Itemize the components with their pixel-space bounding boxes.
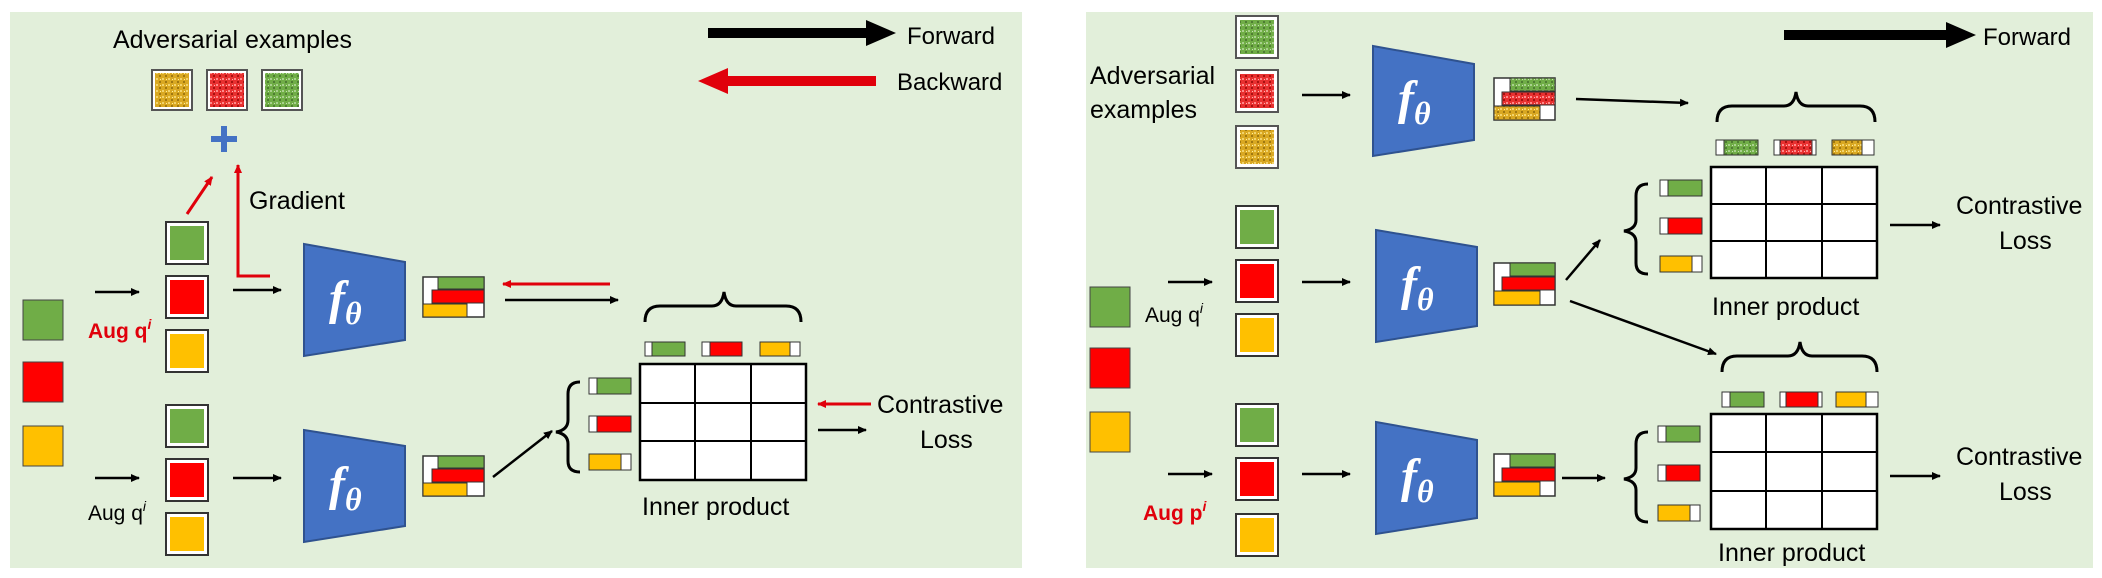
adversarial-image-green xyxy=(261,69,303,111)
query-red xyxy=(588,415,632,433)
svg-text:fθ: fθ xyxy=(329,272,362,331)
adversarial-examples-label: Adversarial examples xyxy=(113,26,352,54)
backward-legend-arrowhead xyxy=(698,68,728,94)
loss-top-label: Loss xyxy=(1999,227,2052,255)
adversarial-image-red-right xyxy=(1235,69,1279,113)
original-image-green xyxy=(22,299,64,341)
aug-bottom-green xyxy=(165,404,209,448)
bot-key-yellow xyxy=(1835,391,1879,408)
aug-mid-yellow xyxy=(1235,313,1279,357)
forward-label-right: Forward xyxy=(1983,24,2071,51)
key-yellow xyxy=(759,341,801,357)
similarity-matrix-bottom-right xyxy=(1709,412,1879,531)
arrow-bottom-features-to-brace xyxy=(492,430,553,478)
svg-text:fθ: fθ xyxy=(1398,72,1431,131)
original-image-red-right xyxy=(1089,347,1131,389)
arrow-mid-to-top-brace xyxy=(1565,239,1601,281)
similarity-matrix-top-right xyxy=(1709,165,1879,280)
brace-top-right xyxy=(1715,91,1877,123)
aug-q-label-right: Aug qi xyxy=(1145,300,1204,327)
aug-top-yellow xyxy=(165,329,209,373)
brace-left-bottom-right xyxy=(1623,430,1649,524)
backward-label: Backward xyxy=(897,69,1002,96)
forward-legend-arrowhead xyxy=(866,20,896,46)
aug-mid-green xyxy=(1235,205,1279,249)
adversarial-label-line1: Adversarial xyxy=(1090,62,1215,90)
aug-bottom-red xyxy=(165,458,209,502)
feature-stack-bottom xyxy=(422,455,485,497)
encoder-bot: fθ xyxy=(1375,420,1478,536)
encoder-bottom: fθ xyxy=(303,428,406,544)
svg-text:fθ: fθ xyxy=(1401,450,1434,509)
feature-stack-top xyxy=(422,276,485,318)
svg-text:fθ: fθ xyxy=(1401,258,1434,317)
query-yellow xyxy=(588,453,632,471)
encoder-mid: fθ xyxy=(1375,228,1478,344)
query-top-red xyxy=(1659,217,1703,235)
gradient-label: Gradient xyxy=(249,187,345,215)
contrastive-top-label: Contrastive xyxy=(1956,192,2082,220)
contrastive-loss-label-2: Loss xyxy=(920,426,973,454)
bot-key-green xyxy=(1721,391,1765,408)
brace-top xyxy=(643,291,803,323)
loss-bottom-label: Loss xyxy=(1999,478,2052,506)
contrastive-loss-label-1: Contrastive xyxy=(877,391,1003,419)
query-bot-green xyxy=(1657,425,1701,443)
adversarial-image-yellow-right xyxy=(1235,125,1279,169)
brace-bottom-right xyxy=(1720,341,1879,373)
brace-left-top-right xyxy=(1623,182,1649,276)
left-panel: Forward Backward Adversarial examples Gr… xyxy=(10,12,1022,568)
aug-top-green xyxy=(165,221,209,265)
similarity-matrix xyxy=(638,362,808,482)
aug-p-label-right: Aug pi xyxy=(1143,498,1207,525)
adv-key-yellow xyxy=(1831,139,1875,156)
bot-key-red xyxy=(1779,391,1823,408)
query-bot-red xyxy=(1657,464,1701,482)
aug-bot-green xyxy=(1235,403,1279,447)
key-red xyxy=(701,341,743,357)
forward-label: Forward xyxy=(907,23,995,50)
feature-stack-mid xyxy=(1493,262,1556,306)
contrastive-bottom-label: Contrastive xyxy=(1956,443,2082,471)
adversarial-label-line2: examples xyxy=(1090,96,1197,124)
original-image-green-right xyxy=(1089,286,1131,328)
encoder-top: fθ xyxy=(303,242,406,358)
adversarial-image-yellow xyxy=(151,69,193,111)
aug-bot-red xyxy=(1235,457,1279,501)
adv-key-green xyxy=(1715,139,1759,156)
aug-top-red xyxy=(165,275,209,319)
query-top-yellow xyxy=(1659,255,1703,273)
gradient-arrow-elbow xyxy=(234,164,270,278)
original-image-red xyxy=(22,361,64,403)
original-image-yellow-right xyxy=(1089,411,1131,453)
gradient-arrow-diagonal xyxy=(185,176,214,215)
inner-product-bottom-label: Inner product xyxy=(1718,539,1865,567)
aug-mid-red xyxy=(1235,259,1279,303)
aug-q-label-black: Aug qi xyxy=(88,498,147,525)
brace-left xyxy=(555,380,581,474)
right-panel: Forward Adversarial examples Aug qi Aug … xyxy=(1086,12,2093,568)
svg-text:fθ: fθ xyxy=(329,458,362,517)
aug-bottom-yellow xyxy=(165,512,209,556)
key-green xyxy=(644,341,686,357)
arrow-adv-features xyxy=(1575,97,1689,107)
feature-stack-adv xyxy=(1493,77,1556,121)
original-image-yellow xyxy=(22,425,64,467)
arrow-mid-to-bottom-keys xyxy=(1569,299,1717,356)
adversarial-image-green-right xyxy=(1235,15,1279,59)
inner-product-top-label: Inner product xyxy=(1712,293,1859,321)
query-green xyxy=(588,377,632,395)
inner-product-label: Inner product xyxy=(642,493,789,521)
query-bot-yellow xyxy=(1657,504,1701,522)
aug-q-label-red: Aug qi xyxy=(88,316,152,343)
forward-legend-arrowhead-right xyxy=(1946,22,1976,48)
encoder-adv: fθ xyxy=(1372,44,1475,158)
feature-stack-bot xyxy=(1493,453,1556,497)
query-top-green xyxy=(1659,179,1703,197)
aug-bot-yellow xyxy=(1235,513,1279,557)
adversarial-image-red xyxy=(206,69,248,111)
adv-key-red xyxy=(1773,139,1817,156)
plus-icon xyxy=(211,126,237,152)
